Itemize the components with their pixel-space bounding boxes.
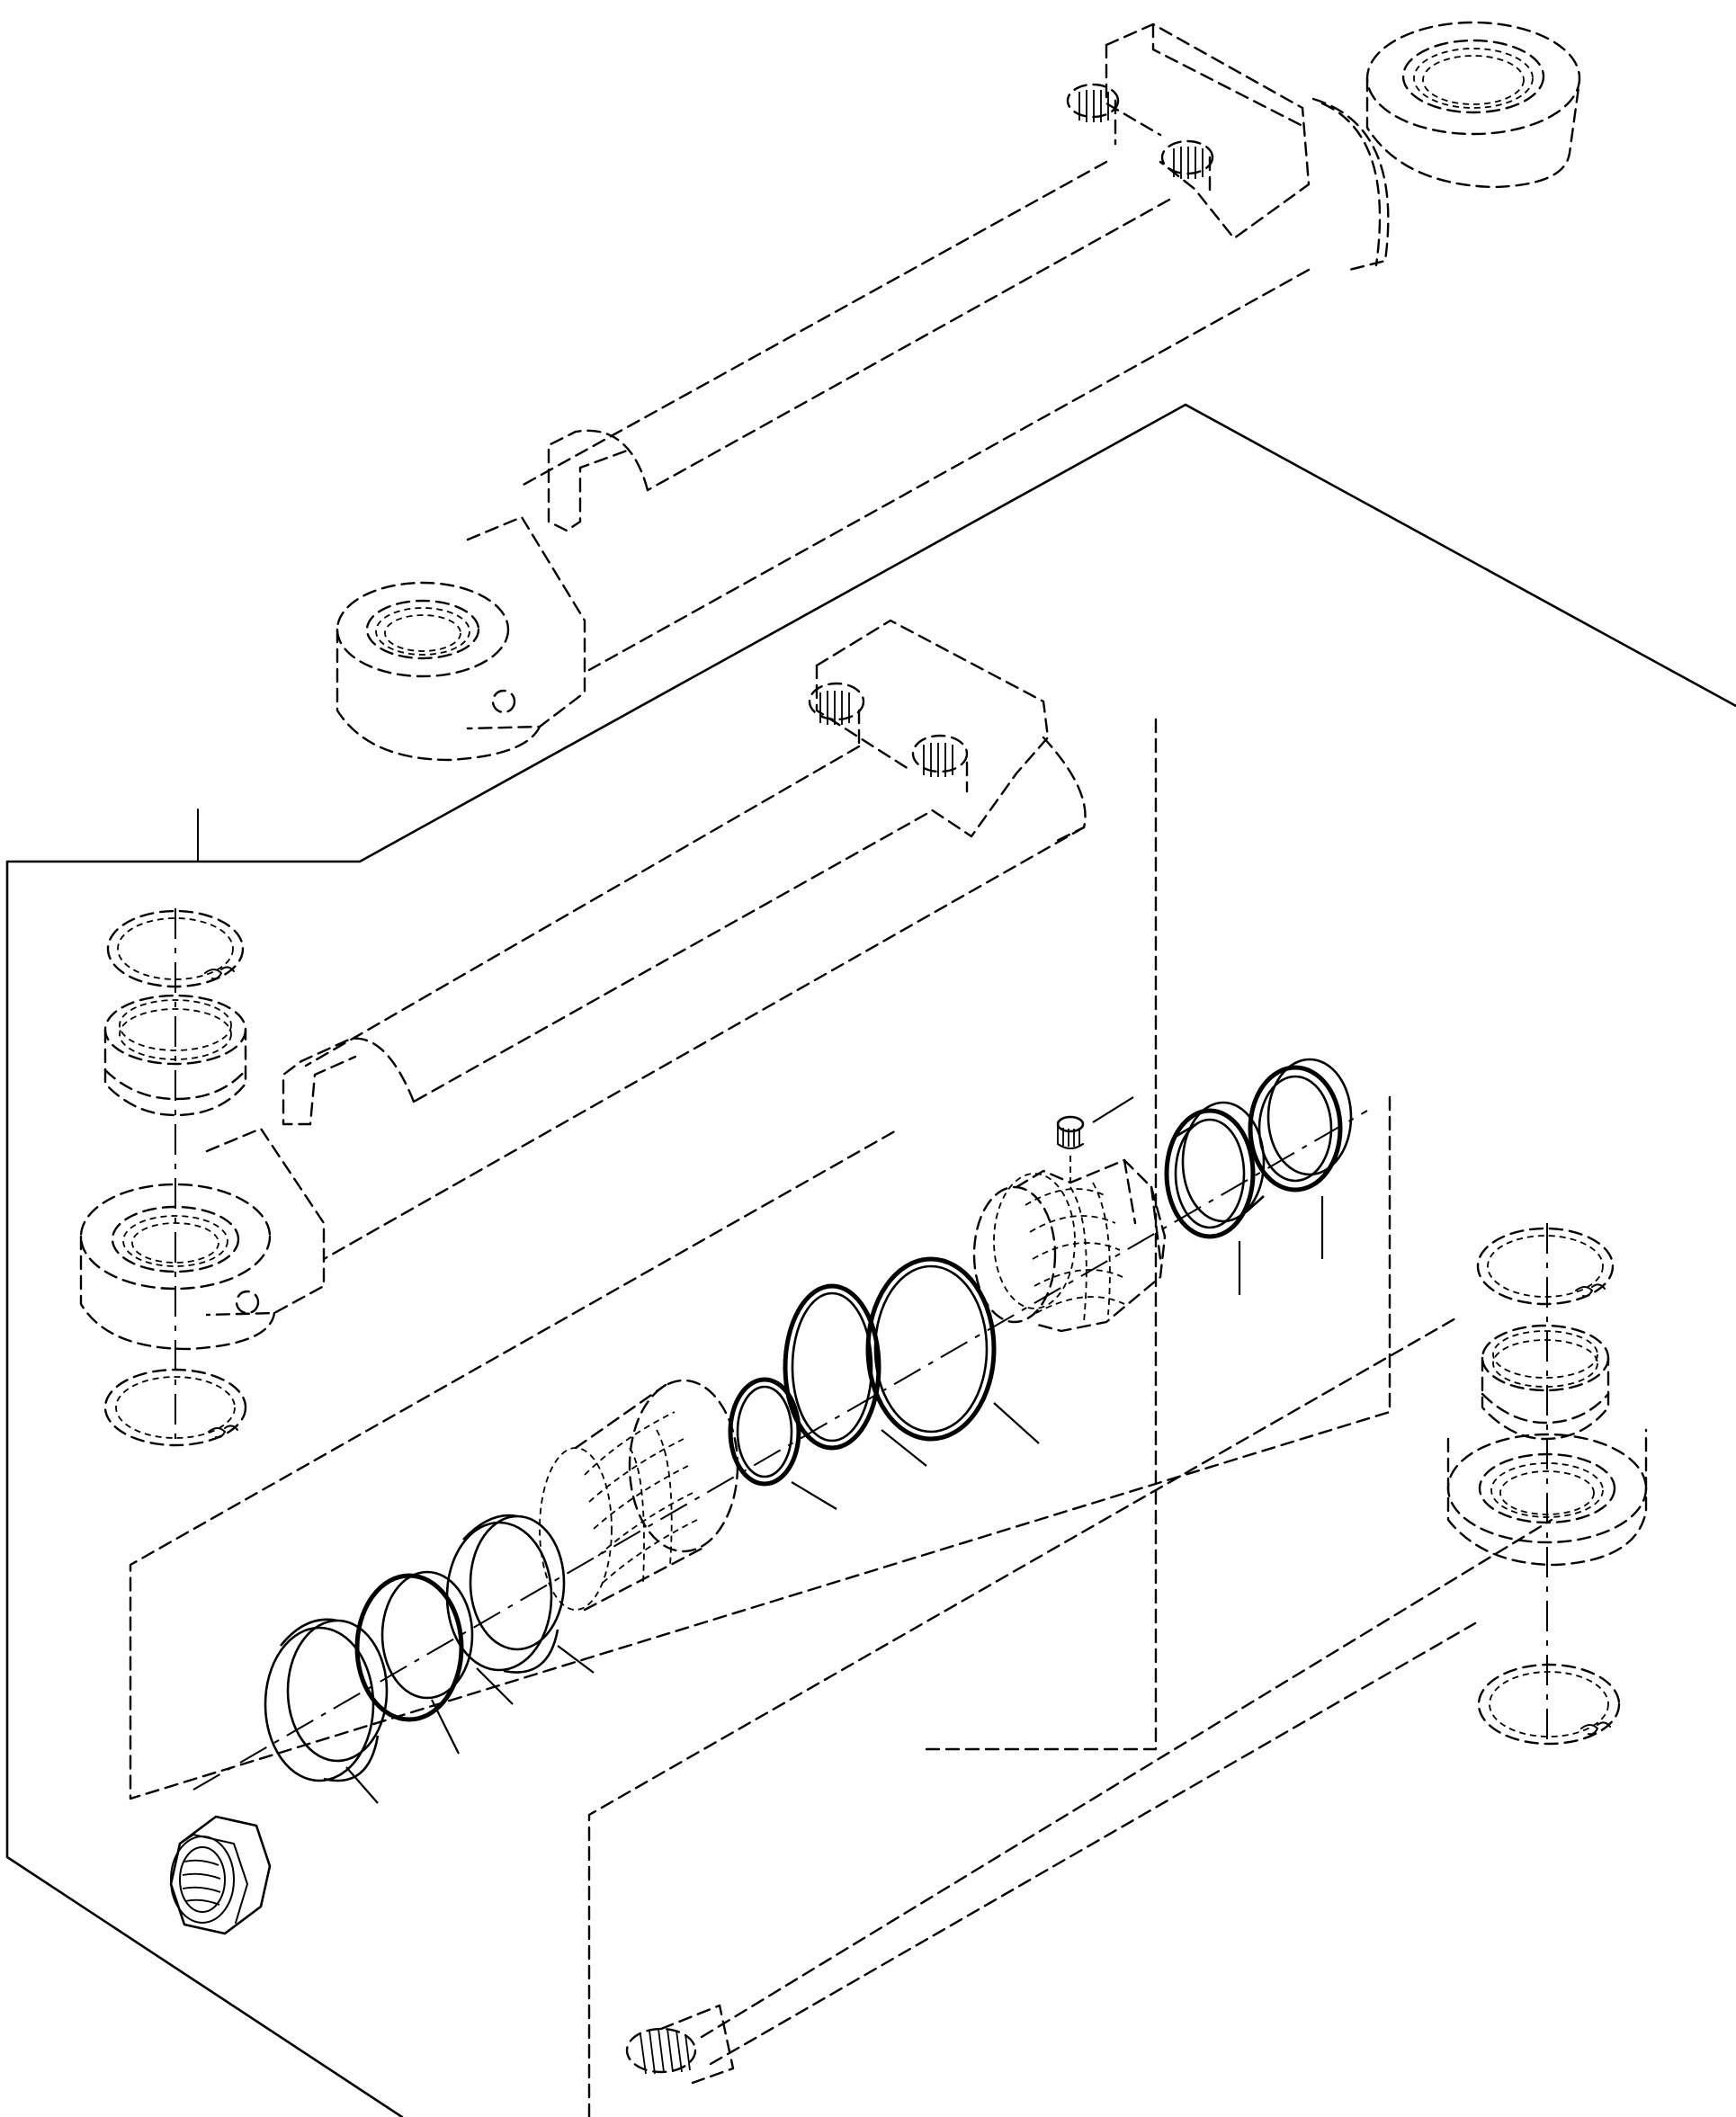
- piston: [539, 1379, 739, 1612]
- internals-panel: [129, 718, 1391, 1800]
- piston-seal: [354, 1570, 474, 1755]
- retaining-ring-right-lower: [1477, 1663, 1621, 1746]
- spherical-bushing-right: [1481, 1324, 1610, 1441]
- head-backup-ring: [783, 1283, 927, 1467]
- rod-end-bushing-set: [1476, 1223, 1621, 1746]
- panel-outline: [5, 403, 1736, 2117]
- port-fitting-3: [808, 682, 865, 748]
- rod-wiper: [1248, 1058, 1353, 1259]
- assembled-cylinder-top: [336, 21, 1581, 762]
- retaining-ring-lower: [103, 1368, 247, 1447]
- cylinder-barrel-exploded: [79, 619, 1087, 1351]
- retaining-ring-upper: [106, 909, 245, 988]
- head-o-ring-large: [865, 1256, 1040, 1444]
- rod-seal: [1164, 1101, 1266, 1295]
- gland-set-screw: [1056, 1096, 1134, 1187]
- piston-wear-ring-1: [264, 1618, 389, 1804]
- head-o-ring-small: [728, 1377, 837, 1510]
- port-fitting-2: [1160, 139, 1214, 195]
- spherical-bushing-left: [103, 994, 247, 1117]
- piston-lock-nut: [169, 1815, 272, 1935]
- rod-threaded-end: [625, 2004, 735, 2085]
- rod-eye-bushing-set: [103, 908, 247, 1448]
- wear-ring-leader-3: [557, 1645, 595, 1674]
- port-fitting-4: [911, 734, 969, 793]
- retaining-ring-right-upper: [1476, 1227, 1615, 1306]
- port-fitting-1: [1066, 83, 1120, 146]
- piston-rod: [587, 1316, 1648, 2117]
- piston-wear-ring-2: [445, 1514, 566, 1705]
- cylinder-gland: [972, 1158, 1167, 1333]
